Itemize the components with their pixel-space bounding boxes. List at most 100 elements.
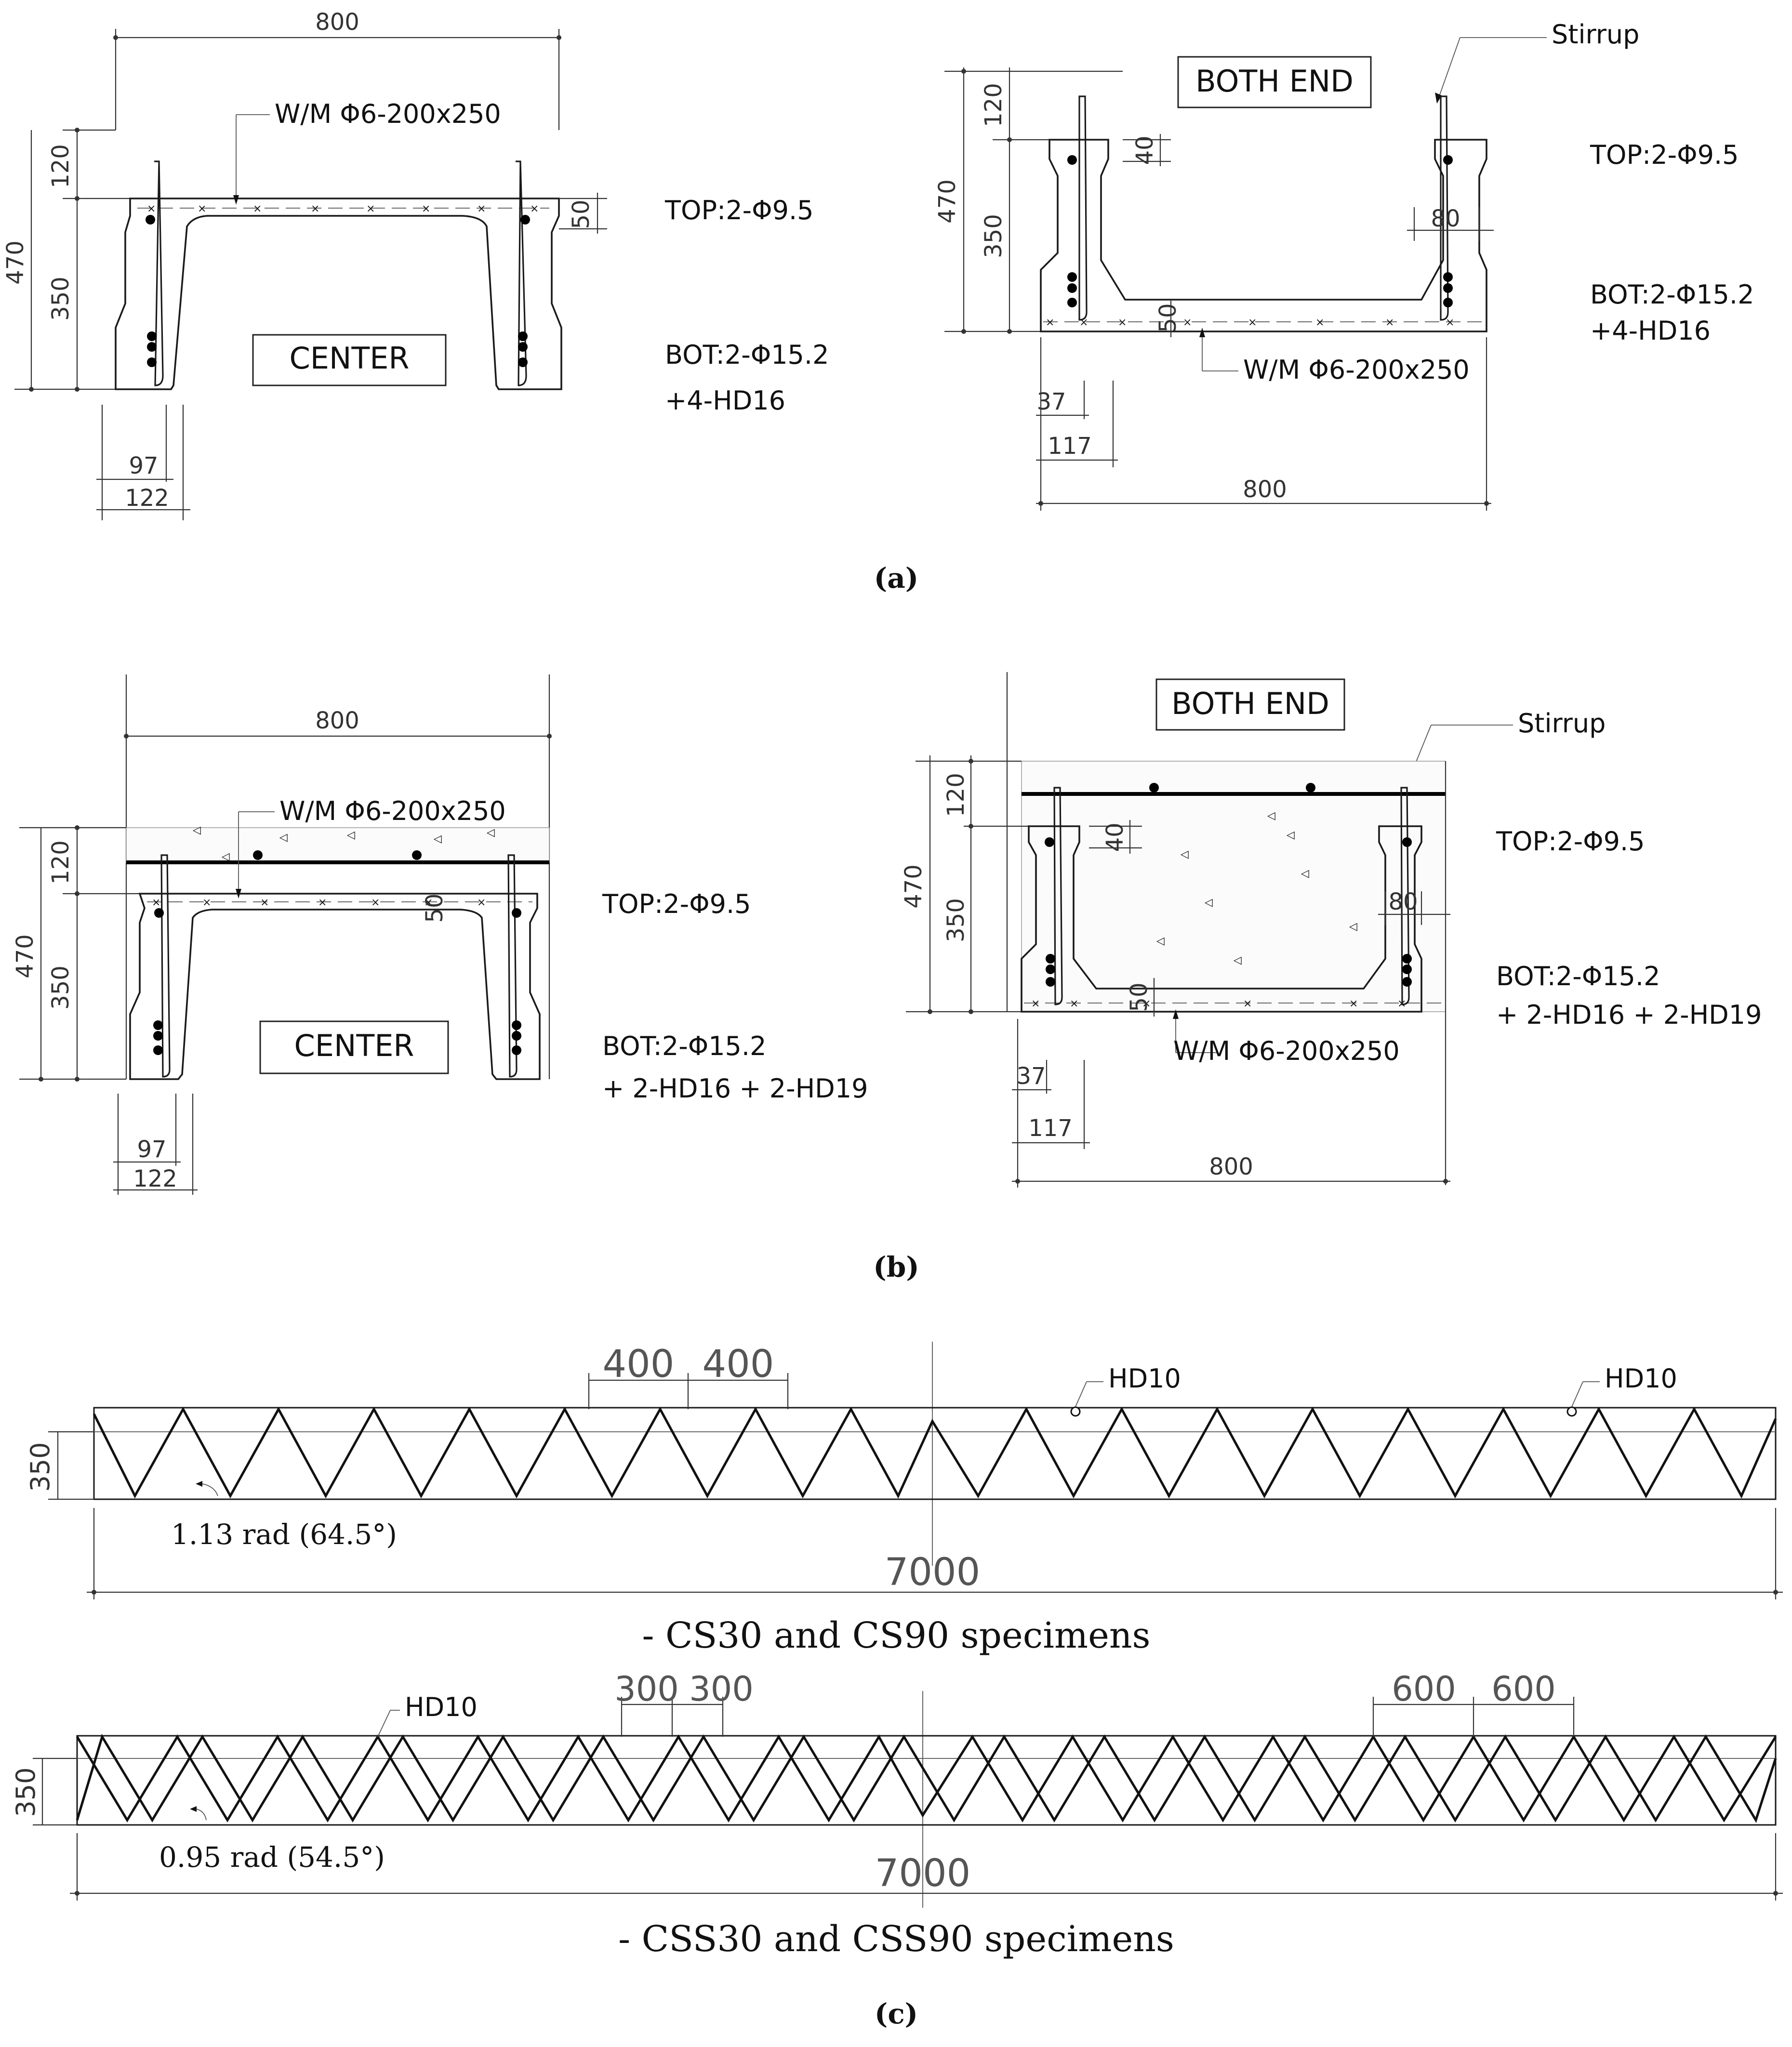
dim-40: 40	[1131, 135, 1158, 165]
bot-rebar-text-line1: BOT:2-Φ15.2	[1496, 961, 1660, 991]
svg-text:×: ×	[318, 897, 327, 909]
svg-text:×: ×	[371, 897, 380, 909]
css-height: 350	[11, 1767, 41, 1817]
svg-text:×: ×	[477, 897, 486, 909]
dim-122: 122	[133, 1165, 177, 1192]
svg-text:×: ×	[1142, 998, 1151, 1010]
top-rebar-text: TOP:2-Φ9.5	[1496, 826, 1645, 857]
svg-text:◁: ◁	[487, 827, 495, 839]
center-label: CENTER	[290, 341, 410, 376]
svg-text:×: ×	[1315, 317, 1324, 329]
dim-80: 80	[1431, 205, 1460, 232]
top-rebar-text: TOP:2-Φ9.5	[664, 195, 813, 225]
stirrup-label: Stirrup	[1552, 19, 1639, 50]
svg-text:×: ×	[1349, 998, 1358, 1010]
svg-text:◁: ◁	[1349, 921, 1357, 933]
svg-text:◁: ◁	[1205, 897, 1213, 909]
css-truss-rebar-2	[76, 1733, 1777, 1823]
svg-text:×: ×	[260, 897, 269, 909]
svg-text:×: ×	[1070, 998, 1078, 1010]
svg-text:×: ×	[530, 203, 539, 215]
center-label-box	[252, 334, 447, 386]
svg-text:×: ×	[477, 203, 486, 215]
dim-350: 350	[942, 898, 969, 942]
bot-rebar-text-line2: + 2-HD16 + 2-HD19	[602, 1073, 868, 1104]
svg-text:◁: ◁	[1234, 954, 1242, 966]
svg-text:×: ×	[1046, 317, 1054, 329]
dim-120: 120	[980, 83, 1007, 127]
dim-470: 470	[900, 864, 927, 909]
dim-120: 120	[942, 773, 969, 817]
css-angle: 0.95 rad (54.5°)	[159, 1841, 385, 1874]
dim-width: 800	[1243, 476, 1287, 503]
cs-height: 350	[25, 1442, 55, 1492]
center-label: CENTER	[294, 1028, 414, 1063]
svg-text:×: ×	[1183, 317, 1192, 329]
cs-hd10-label-2: HD10	[1605, 1363, 1677, 1394]
svg-text:×: ×	[366, 203, 375, 215]
cs-length: 7000	[885, 1551, 981, 1594]
bot-rebar-text-line1: BOT:2-Φ15.2	[665, 340, 829, 370]
svg-text:×: ×	[422, 203, 430, 215]
panel-b-center-section: 800 ◁◁◁◁◁◁ 120 470 350 ×××××××	[12, 674, 868, 1195]
wire-mesh-label: W/M Φ6-200x250	[275, 99, 501, 129]
svg-text:◁: ◁	[222, 851, 230, 863]
panel-c: 400 400 HD10 HD10 350 1.13 rad (64.5°) 7…	[11, 1342, 1783, 2030]
panel-b: 800 ◁ ◁ ◁ ◁ ◁ ◁ 120 470 350 × × × × × × ×	[12, 672, 1762, 1283]
dim-122: 122	[125, 485, 169, 512]
svg-text:◁: ◁	[1287, 829, 1295, 841]
dim-width: 800	[315, 9, 359, 36]
top-rebar-text: TOP:2-Φ9.5	[602, 889, 751, 919]
dim-width: 800	[315, 707, 359, 734]
svg-text:×: ×	[1248, 317, 1257, 329]
both-end-label: BOTH END	[1195, 64, 1354, 99]
svg-text:×: ×	[1446, 317, 1454, 329]
css-length: 7000	[875, 1852, 971, 1895]
dim-37: 37	[1016, 1063, 1046, 1090]
svg-text:◁: ◁	[1301, 868, 1309, 880]
bot-rebar-text-line1: BOT:2-Φ15.2	[1590, 279, 1754, 310]
both-end-box	[1177, 56, 1372, 108]
svg-text:◁: ◁	[347, 829, 355, 841]
wire-mesh-label: W/M Φ6-200x250	[1173, 1036, 1400, 1066]
svg-text:◁: ◁	[434, 833, 442, 845]
bot-rebar-text-line2: +4-HD16	[665, 385, 785, 416]
svg-text:×: ×	[152, 897, 160, 909]
stirrup-label: Stirrup	[1518, 708, 1606, 739]
panel-a: 800 120 470 350 ×××× ××××	[2, 9, 1754, 594]
cs-hd10-label-1: HD10	[1108, 1363, 1181, 1394]
css-spacing-1: 300	[614, 1669, 679, 1709]
dim-350: 350	[980, 214, 1007, 258]
svg-text:×: ×	[147, 203, 156, 215]
css-subtitle: - CSS30 and CSS90 specimens	[618, 1918, 1174, 1960]
caption-a: (a)	[874, 562, 918, 594]
svg-text:×: ×	[1118, 317, 1127, 329]
cs-truss-rebar	[93, 1406, 1777, 1499]
both-end-label: BOTH END	[1171, 686, 1329, 721]
svg-text:×: ×	[1243, 998, 1252, 1010]
dim-117: 117	[1028, 1115, 1073, 1142]
svg-text:◁: ◁	[1156, 935, 1165, 947]
dim-50: 50	[1155, 303, 1181, 332]
dim-120: 120	[47, 840, 74, 885]
top-rebar-text: TOP:2-Φ9.5	[1590, 140, 1739, 170]
dim-350: 350	[47, 965, 74, 1010]
both-end-box	[1155, 678, 1345, 731]
svg-text:×: ×	[202, 897, 211, 909]
panel-a-end-section: BOTH END Stirrup 120 470 350 ×××× ××××	[934, 19, 1754, 511]
center-label-box	[259, 1020, 449, 1074]
svg-text:◁: ◁	[1181, 848, 1189, 860]
bot-rebar-text-line1: BOT:2-Φ15.2	[602, 1031, 766, 1061]
svg-text:◁: ◁	[1267, 810, 1275, 822]
svg-text:×: ×	[311, 203, 319, 215]
wire-mesh-label: W/M Φ6-200x250	[1243, 355, 1470, 385]
svg-text:◁: ◁	[279, 832, 288, 844]
svg-text:×: ×	[1385, 317, 1394, 329]
dim-97: 97	[137, 1136, 166, 1163]
svg-text:◁: ◁	[193, 824, 201, 836]
svg-text:×: ×	[198, 203, 206, 215]
dim-37: 37	[1036, 388, 1066, 415]
svg-text:×: ×	[253, 203, 262, 215]
css-spacing-3: 600	[1392, 1669, 1456, 1709]
